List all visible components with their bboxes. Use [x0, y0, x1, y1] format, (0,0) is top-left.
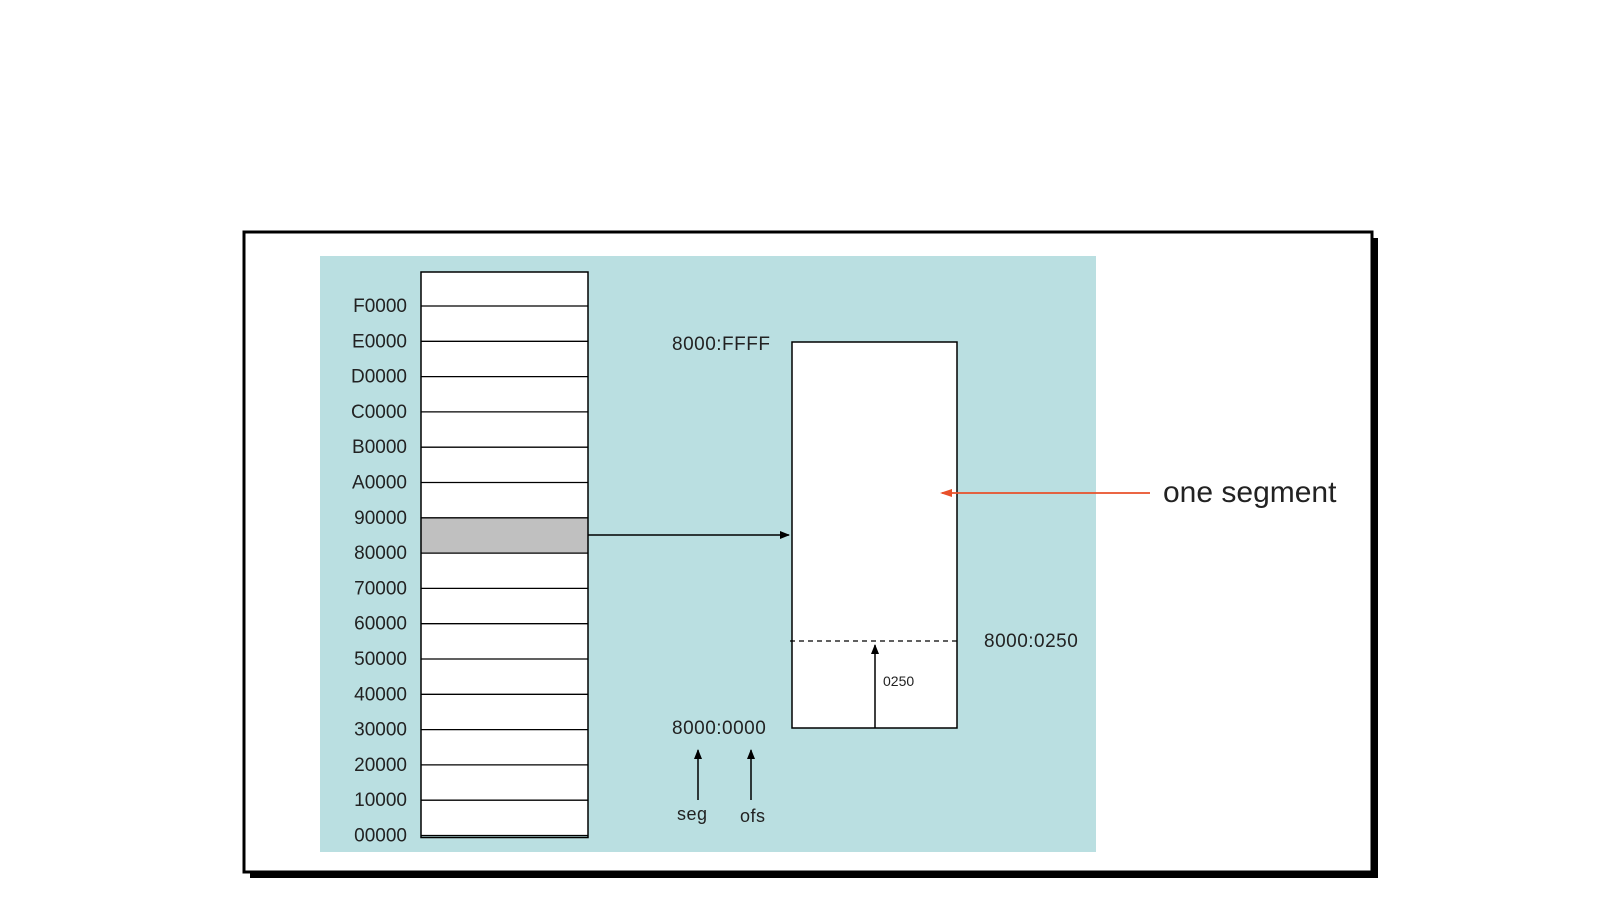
memory-cell — [421, 623, 588, 659]
memory-cell — [421, 447, 588, 483]
address-label: 90000 — [354, 508, 407, 529]
address-label: 60000 — [354, 614, 407, 635]
seg-label: seg — [677, 804, 708, 824]
address-label: 40000 — [354, 684, 407, 705]
segment-offset-label: 8000:0250 — [984, 631, 1078, 652]
memory-cell — [421, 694, 588, 730]
address-label: B0000 — [352, 437, 407, 458]
address-label: D0000 — [351, 367, 407, 388]
memory-cell — [421, 729, 588, 765]
address-label: 50000 — [354, 649, 407, 670]
highlighted-memory-block — [421, 517, 588, 554]
memory-cell — [421, 482, 588, 518]
memory-map-outline — [420, 271, 589, 839]
address-label: E0000 — [352, 331, 407, 352]
memory-cell — [421, 553, 588, 589]
memory-cell — [421, 376, 588, 412]
memory-cell — [421, 588, 588, 624]
offset-value-label: 0250 — [883, 673, 914, 689]
address-label: 00000 — [354, 826, 407, 847]
memory-cell — [421, 764, 588, 801]
address-label: 70000 — [354, 578, 407, 599]
address-label: C0000 — [351, 402, 407, 423]
segment-base-label: 8000:0000 — [672, 718, 766, 739]
memory-cell — [421, 272, 588, 306]
address-label: A0000 — [352, 473, 407, 494]
address-label: F0000 — [353, 296, 407, 317]
annotation-text: one segment — [1163, 476, 1337, 509]
address-label: 80000 — [354, 543, 407, 564]
memory-cell — [421, 659, 588, 695]
memory-cell — [421, 800, 588, 836]
address-label: 10000 — [354, 790, 407, 811]
ofs-label: ofs — [740, 806, 766, 826]
memory-cell — [421, 341, 588, 377]
memory-cell — [421, 306, 588, 342]
address-label: 20000 — [354, 755, 407, 776]
memory-cell — [421, 411, 588, 448]
segment-top-label: 8000:FFFF — [672, 334, 770, 355]
address-label: 30000 — [354, 720, 407, 741]
